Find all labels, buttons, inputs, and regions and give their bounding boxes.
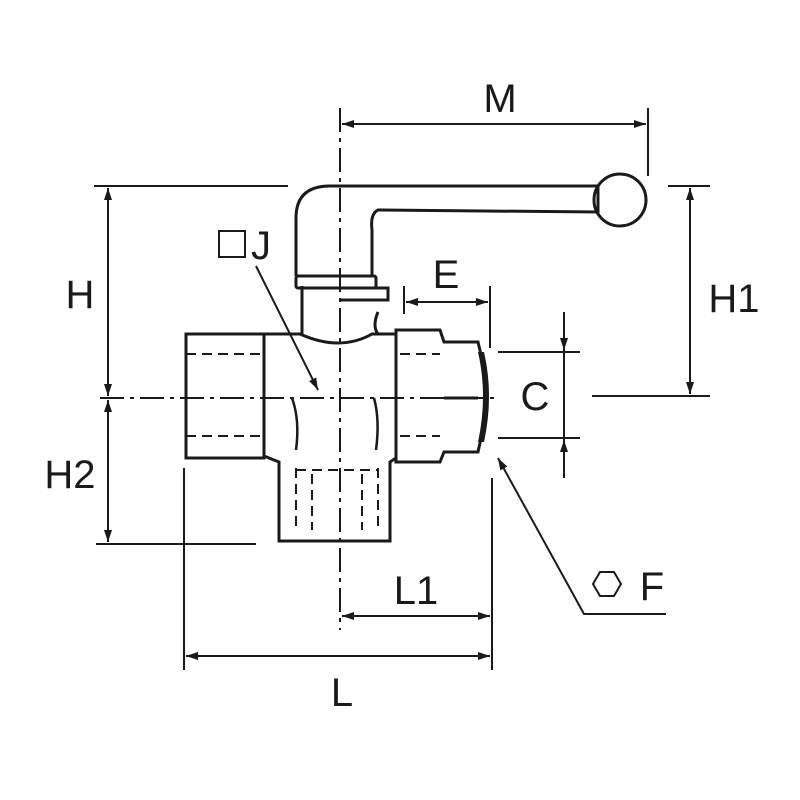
extension-lines bbox=[94, 108, 710, 670]
hidden-lines bbox=[186, 353, 440, 530]
label-H: H bbox=[66, 273, 95, 317]
label-F: F bbox=[640, 565, 664, 609]
dimension-lines bbox=[104, 120, 694, 660]
label-M: M bbox=[483, 77, 516, 121]
center-lines bbox=[100, 108, 500, 630]
label-L1: L1 bbox=[394, 569, 439, 613]
leaders bbox=[255, 265, 666, 615]
stem-nut bbox=[340, 286, 390, 302]
label-C: C bbox=[521, 375, 550, 419]
body-curve-right bbox=[372, 397, 379, 451]
body-curve-left bbox=[290, 397, 299, 451]
left-port bbox=[184, 332, 266, 460]
union-nut bbox=[394, 328, 487, 464]
label-E: E bbox=[433, 253, 460, 297]
leader-F bbox=[497, 457, 666, 615]
square-symbol bbox=[218, 230, 246, 258]
label-J: J bbox=[251, 224, 271, 268]
lever-arm bbox=[294, 184, 600, 276]
label-L: L bbox=[331, 671, 353, 715]
hexagon-symbol bbox=[591, 571, 623, 597]
label-H2: H2 bbox=[44, 453, 95, 497]
lever-clip bbox=[294, 274, 378, 290]
valve-body bbox=[184, 286, 489, 543]
lever-handle bbox=[294, 172, 648, 302]
central-body bbox=[262, 332, 398, 543]
lever-ball bbox=[592, 172, 648, 228]
stem-neck bbox=[300, 286, 380, 335]
label-H1: H1 bbox=[708, 277, 759, 321]
leader-J bbox=[255, 265, 319, 391]
